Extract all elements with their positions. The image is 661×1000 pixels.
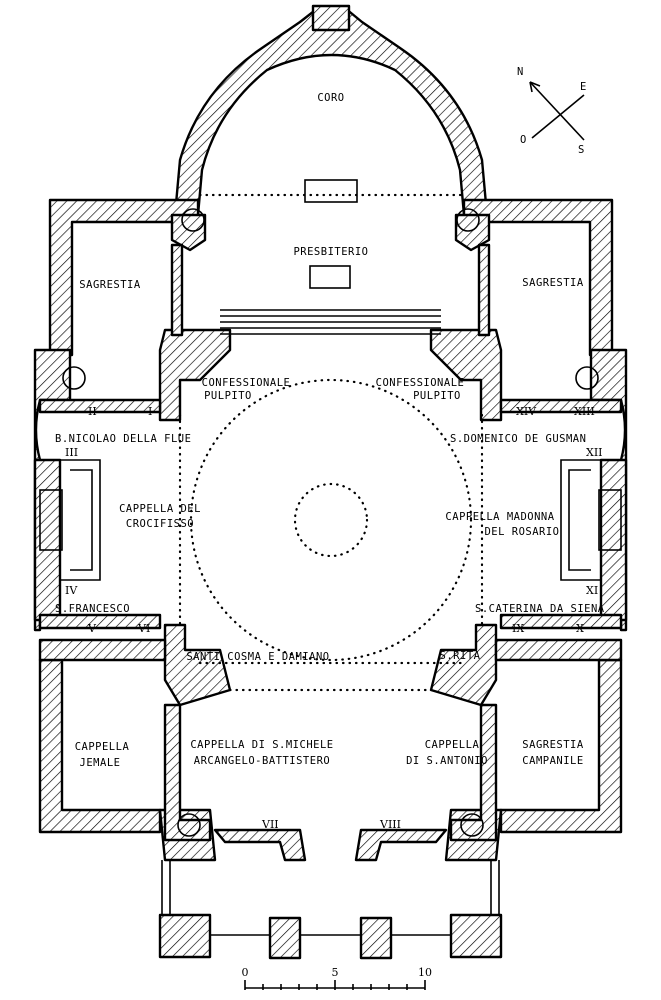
compass-e: E <box>580 81 587 93</box>
label-antonio-1: CAPPELLA <box>425 739 480 751</box>
label-jemale-2: JEMALE <box>80 757 121 769</box>
label-crocifisso-2: CROCIFISSO <box>126 518 194 530</box>
compass-o: O <box>520 134 527 146</box>
dome-outlines <box>178 193 484 692</box>
numeral-xii: XII <box>586 446 603 459</box>
label-confessionale-right: CONFESSIONALE <box>376 377 465 389</box>
spiral-stairs <box>62 208 599 837</box>
numeral-ix: IX <box>512 622 524 635</box>
scale-bar: 0 5 10 <box>242 966 432 990</box>
label-rosario-2: DEL ROSARIO <box>484 526 559 538</box>
label-cosma: SANTI COSMA E DAMIANO <box>186 651 329 663</box>
presbiterio-steps <box>220 179 441 335</box>
label-pulpito-left: PULPITO <box>204 390 252 402</box>
label-crocifisso-1: CAPPELLA DEL <box>119 503 201 515</box>
numeral-i: I <box>148 405 152 418</box>
label-rita: S.RITA <box>440 650 481 662</box>
numeral-iv: IV <box>65 584 78 597</box>
altar-numerals: I II III IV V VI VII VIII IX X XI XII XI… <box>65 405 603 831</box>
label-michele-1: CAPPELLA DI S.MICHELE <box>190 739 333 751</box>
label-confessionale-left: CONFESSIONALE <box>202 377 291 389</box>
numeral-v: V <box>87 622 97 635</box>
numeral-ii: II <box>88 405 97 418</box>
numeral-xi: XI <box>586 584 598 597</box>
label-sagrestia-right: SAGRESTIA <box>522 277 584 289</box>
numeral-viii: VIII <box>379 818 401 831</box>
label-coro: CORO <box>317 92 344 104</box>
label-rosario-1: CAPPELLA MADONNA <box>445 511 554 523</box>
chapel-walls <box>38 398 623 662</box>
label-campanile-1: SAGRESTIA <box>522 739 584 751</box>
scale-tick-5: 5 <box>332 966 339 979</box>
scale-tick-0: 0 <box>242 966 249 979</box>
label-nicolao: B.NICOLAO DELLA FLUE <box>55 433 191 445</box>
crossing-piers <box>158 213 503 842</box>
numeral-vii: VII <box>261 818 279 831</box>
scale-tick-10: 10 <box>418 966 432 979</box>
label-antonio-2: DI S.ANTONIO <box>406 755 488 767</box>
altar-niches <box>39 459 622 581</box>
label-sagrestia-left: SAGRESTIA <box>79 279 141 291</box>
compass-s: S <box>578 144 585 156</box>
numeral-iii: III <box>65 446 78 459</box>
label-michele-2: ARCANGELO-BATTISTERO <box>194 755 330 767</box>
numeral-xiii: XIII <box>574 405 595 418</box>
label-pulpito-right: PULPITO <box>413 390 461 402</box>
label-jemale-1: CAPPELLA <box>75 741 130 753</box>
outer-walls <box>33 198 628 960</box>
label-domenico: S.DOMENICO DE GUSMAN <box>450 433 586 445</box>
label-francesco: S.FRANCESCO <box>55 603 130 615</box>
label-campanile-2: CAMPANILE <box>522 755 583 767</box>
numeral-x: X <box>576 622 584 635</box>
label-caterina: S.CATERINA DA SIENA <box>475 603 605 615</box>
numeral-vi: VI <box>137 622 150 635</box>
apse-walls <box>173 4 489 217</box>
compass-n: N <box>517 66 524 78</box>
room-labels: CORO PRESBITERIO SAGRESTIA SAGRESTIA CON… <box>55 92 605 769</box>
compass-rose: N E S O <box>517 66 587 156</box>
label-presbiterio: PRESBITERIO <box>293 246 368 258</box>
north-arrow-icon <box>529 81 541 93</box>
numeral-xiv: XIV <box>516 405 537 418</box>
